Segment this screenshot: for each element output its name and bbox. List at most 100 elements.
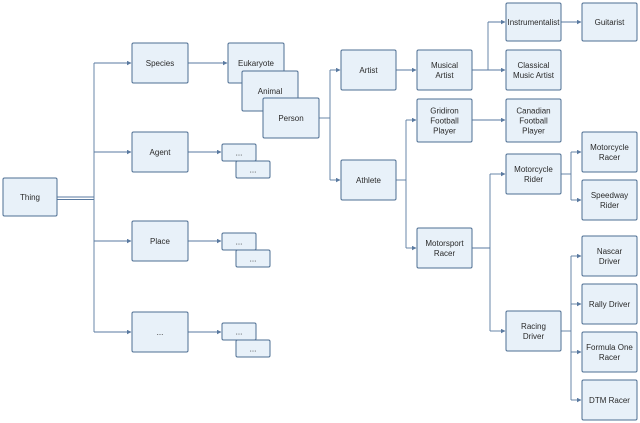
node-box <box>131 220 189 262</box>
node-athlete[interactable]: Athlete <box>340 159 397 201</box>
node-label: Speedway <box>591 191 628 200</box>
node-agent[interactable]: Agent <box>131 131 189 173</box>
node-place-child-1[interactable]: ... <box>221 232 257 251</box>
node-label: Place <box>150 237 171 246</box>
node-box <box>581 131 638 173</box>
node-thing[interactable]: Thing <box>2 177 58 217</box>
node-box <box>581 379 638 421</box>
node-label: ... <box>250 166 257 175</box>
node-label: Rider <box>524 175 543 184</box>
node-box <box>581 2 638 42</box>
node-person[interactable]: Person <box>262 97 320 139</box>
node-agent-child-2[interactable]: ... <box>235 160 271 179</box>
node-instrumentalist[interactable]: Instrumentalist <box>505 2 562 42</box>
node-label: Football <box>430 117 459 126</box>
node-box <box>235 339 271 358</box>
node-label: Nascar <box>597 247 623 256</box>
node-label: Racing <box>521 322 546 331</box>
node-box <box>505 310 562 352</box>
node-box <box>581 179 638 221</box>
node-label: Motorcycle <box>514 165 553 174</box>
node-box <box>581 235 638 277</box>
node-ellipsis-category[interactable]: ... <box>131 311 189 353</box>
node-box <box>416 98 473 143</box>
node-dtm-racer[interactable]: DTM Racer <box>581 379 638 421</box>
node-label: Artist <box>435 71 454 80</box>
node-label: Species <box>146 59 174 68</box>
node-box <box>416 227 473 269</box>
node-box <box>581 331 638 373</box>
node-label: Agent <box>150 148 172 157</box>
node-label: Player <box>522 127 545 136</box>
node-box <box>235 249 271 268</box>
node-label: Football <box>519 117 548 126</box>
node-box <box>262 97 320 139</box>
node-label: Music Artist <box>513 71 555 80</box>
node-label: ... <box>250 255 257 264</box>
node-label: DTM Racer <box>589 396 630 405</box>
node-box <box>131 311 189 353</box>
node-label: Eukaryote <box>238 59 275 68</box>
node-box <box>131 42 189 84</box>
node-label: Driver <box>523 332 545 341</box>
node-label: Instrumentalist <box>507 18 560 27</box>
node-species[interactable]: Species <box>131 42 189 84</box>
node-label: Racer <box>599 153 621 162</box>
node-label: Athlete <box>356 176 381 185</box>
node-label: Formula One <box>586 343 633 352</box>
node-box <box>131 131 189 173</box>
node-box <box>505 2 562 42</box>
node-ellipsis-child-1[interactable]: ... <box>221 322 257 341</box>
node-label: Classical <box>517 61 549 70</box>
node-label: Racer <box>599 353 621 362</box>
node-label: ... <box>236 149 243 158</box>
node-label: ... <box>157 328 164 337</box>
node-label: Gridiron <box>430 107 458 116</box>
node-label: ... <box>236 238 243 247</box>
node-label: Player <box>433 127 456 136</box>
node-place[interactable]: Place <box>131 220 189 262</box>
node-label: Guitarist <box>595 18 626 27</box>
node-label: Driver <box>599 257 621 266</box>
node-label: Musical <box>431 61 458 70</box>
node-label: Rally Driver <box>589 300 631 309</box>
node-agent-child-1[interactable]: ... <box>221 143 257 162</box>
node-box <box>505 153 562 195</box>
node-label: ... <box>250 345 257 354</box>
node-label: Motorcycle <box>590 143 629 152</box>
node-box <box>505 98 562 143</box>
node-label: Person <box>278 114 303 123</box>
node-box <box>581 283 638 325</box>
node-label: Canadian <box>516 107 550 116</box>
node-label: Artist <box>359 66 378 75</box>
node-guitarist[interactable]: Guitarist <box>581 2 638 42</box>
node-box <box>340 49 397 91</box>
node-ellipsis-child-2[interactable]: ... <box>235 339 271 358</box>
node-box <box>416 49 473 91</box>
node-box <box>2 177 58 217</box>
node-label: Rider <box>600 201 619 210</box>
node-label: Racer <box>434 249 456 258</box>
node-box <box>340 159 397 201</box>
node-label: ... <box>236 328 243 337</box>
node-artist[interactable]: Artist <box>340 49 397 91</box>
node-label: Animal <box>258 87 283 96</box>
node-place-child-2[interactable]: ... <box>235 249 271 268</box>
node-rally-driver[interactable]: Rally Driver <box>581 283 638 325</box>
node-label: Thing <box>20 193 40 202</box>
node-label: Motorsport <box>425 239 464 248</box>
node-box <box>505 49 562 91</box>
node-box <box>235 160 271 179</box>
